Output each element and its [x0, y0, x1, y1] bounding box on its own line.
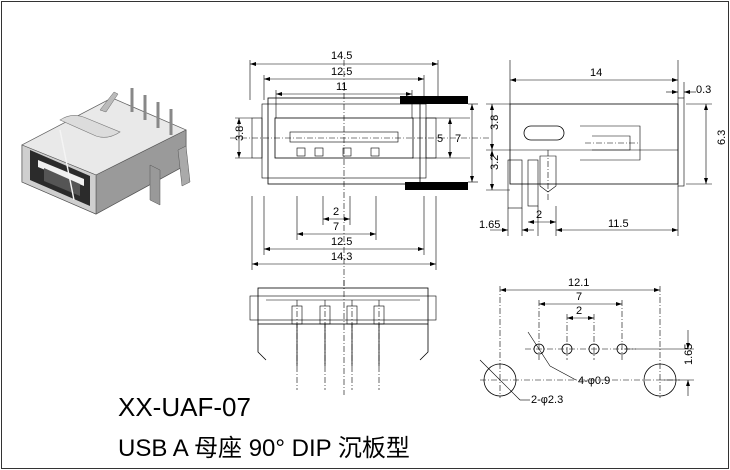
dim-front-bottom-width: 14.3: [331, 251, 352, 263]
dim-side-flange: 0.3: [696, 84, 711, 96]
pcb-footprint: [479, 286, 694, 401]
dim-footprint-row-offset: 1.65: [683, 344, 695, 365]
dim-footprint-tab-holes: 2-φ2.3: [531, 394, 563, 406]
dim-front-foot-width: 12.5: [331, 236, 352, 248]
dimension-labels: 14.5 12.5 11 3.8 5 7 2 7 12.5 14.3 14 0.…: [234, 50, 728, 406]
dim-side-lower-height: 3.2: [489, 155, 501, 170]
dim-side-front-offset: 1.65: [479, 219, 500, 231]
dim-footprint-pin-holes: 4-φ0.9: [578, 375, 610, 387]
dim-front-height-inner: 5: [437, 133, 443, 145]
dim-side-overall-height: 6.3: [716, 130, 728, 145]
dim-side-length: 14: [590, 67, 602, 79]
dim-front-width-opening: 11: [336, 81, 347, 93]
dim-side-upper-height: 3.8: [489, 115, 501, 130]
dim-front-width-shell: 12.5: [331, 66, 352, 78]
front-view: [230, 60, 490, 290]
dim-side-pin-pitch: 2: [536, 209, 542, 221]
dim-footprint-pin-pitch: 2: [576, 305, 582, 317]
dim-front-height-left: 3.8: [234, 126, 246, 141]
dim-front-pin-span: 7: [333, 221, 339, 233]
dim-side-pin-to-tab: 11.5: [608, 218, 629, 230]
dim-front-height-overall: 7: [455, 133, 461, 145]
side-view: [486, 60, 712, 236]
part-number-title: XX-UAF-07: [118, 392, 251, 422]
part-description: USB A 母座 90° DIP 沉板型: [118, 435, 410, 462]
dim-footprint-pin-span: 7: [576, 291, 582, 303]
dim-front-width-overall: 14.5: [331, 50, 352, 62]
connector-3d-illustration: [21, 88, 191, 215]
dim-footprint-tab-span: 12.1: [568, 277, 589, 289]
dim-front-pin-pitch: 2: [333, 206, 339, 218]
bottom-view: [249, 280, 437, 395]
